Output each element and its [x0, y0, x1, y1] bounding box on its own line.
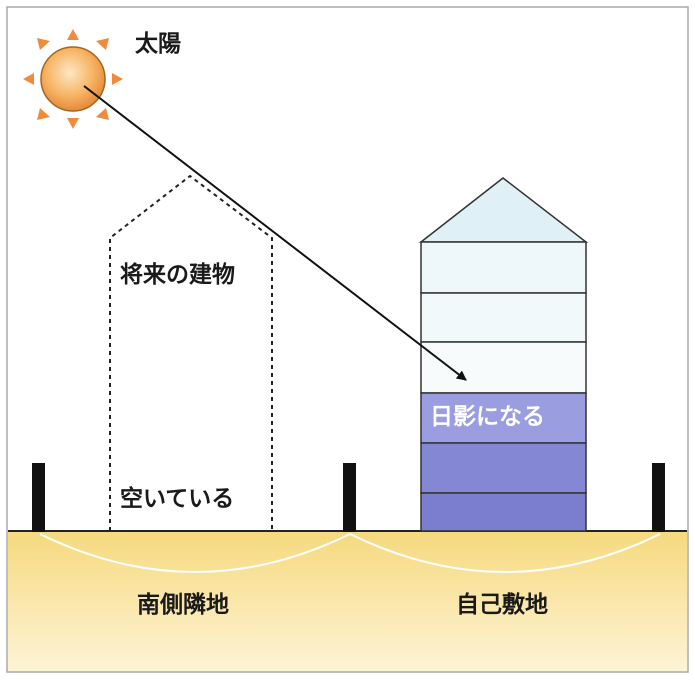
- own-lot-arc: [349, 533, 661, 573]
- own-building-floor-2-shaded: [420, 392, 587, 444]
- sun-icon: [23, 29, 123, 129]
- own-lot-label: 自己敷地: [456, 592, 548, 618]
- sun-label: 太陽: [135, 31, 181, 57]
- sunlight-arrow: [83, 85, 467, 381]
- south-lot-arc: [39, 533, 351, 573]
- own-building-floor-0-shaded: [420, 492, 587, 532]
- own-building-floor-1-shaded: [420, 442, 587, 494]
- ground: [8, 531, 687, 671]
- own-building-floor-4: [420, 292, 587, 343]
- future-building-label: 将来の建物: [120, 262, 235, 288]
- boundary-post-middle: [343, 463, 356, 532]
- vacant-label: 空いている: [120, 486, 235, 512]
- shadow-label: 日影になる: [430, 404, 545, 430]
- south-lot-label: 南側隣地: [137, 592, 229, 618]
- own-building-floor-5: [420, 241, 587, 294]
- boundary-post-right: [652, 463, 665, 532]
- own-building-floor-3: [420, 341, 587, 394]
- future-building-outline: [109, 174, 273, 531]
- boundary-post-left: [32, 463, 45, 532]
